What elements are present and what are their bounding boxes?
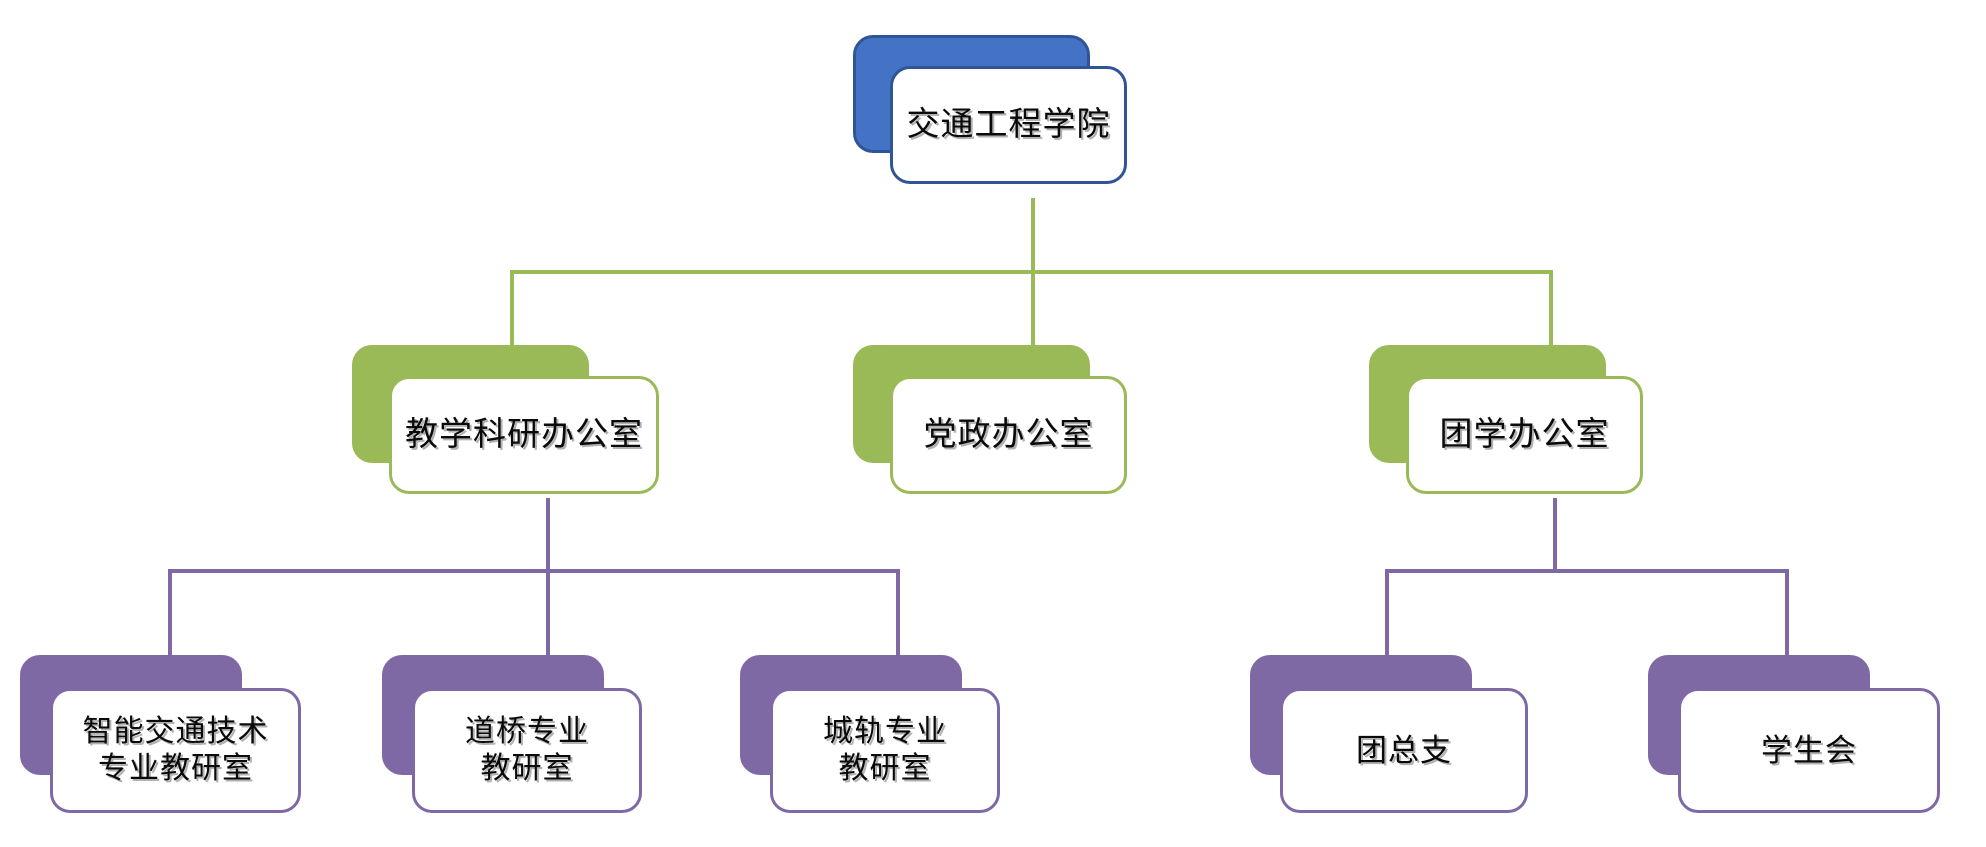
- node-card[interactable]: 交通工程学院: [890, 66, 1127, 184]
- connector-level2-drop-1: [510, 270, 514, 347]
- connector-league-drop-1: [1385, 569, 1389, 657]
- node-student-union[interactable]: 学生会: [1648, 655, 1968, 835]
- node-road-bridge-teaching-room[interactable]: 道桥专业 教研室: [382, 655, 688, 835]
- connector-teaching-drop-3: [896, 569, 900, 657]
- connector-teaching-drop-1: [168, 569, 172, 657]
- node-urban-rail-teaching-room[interactable]: 城轨专业 教研室: [740, 655, 1046, 835]
- connector-teaching-stem: [546, 498, 550, 572]
- node-league-student-office[interactable]: 团学办公室: [1369, 345, 1675, 510]
- connector-league-drop-2: [1785, 569, 1789, 657]
- connector-league-bus: [1385, 569, 1789, 573]
- node-card[interactable]: 智能交通技术 专业教研室: [50, 688, 301, 813]
- node-card[interactable]: 团总支: [1280, 688, 1528, 813]
- node-card[interactable]: 教学科研办公室: [389, 376, 659, 494]
- node-party-government-office[interactable]: 党政办公室: [853, 345, 1159, 510]
- node-its-teaching-room[interactable]: 智能交通技术 专业教研室: [20, 655, 326, 835]
- node-card[interactable]: 学生会: [1678, 688, 1940, 813]
- connector-league-stem: [1553, 498, 1557, 572]
- connector-level2-drop-2: [1031, 270, 1035, 347]
- node-card[interactable]: 团学办公室: [1406, 376, 1643, 494]
- node-card[interactable]: 城轨专业 教研室: [770, 688, 1000, 813]
- node-teaching-research-office[interactable]: 教学科研办公室: [352, 345, 659, 510]
- node-card[interactable]: 党政办公室: [890, 376, 1127, 494]
- node-league-branch[interactable]: 团总支: [1250, 655, 1556, 835]
- connector-teaching-bus: [168, 569, 900, 573]
- node-root-school[interactable]: 交通工程学院: [853, 35, 1159, 200]
- node-card[interactable]: 道桥专业 教研室: [412, 688, 642, 813]
- connector-teaching-drop-2: [546, 569, 550, 657]
- connector-level2-drop-3: [1549, 270, 1553, 347]
- connector-root-stem: [1031, 198, 1035, 274]
